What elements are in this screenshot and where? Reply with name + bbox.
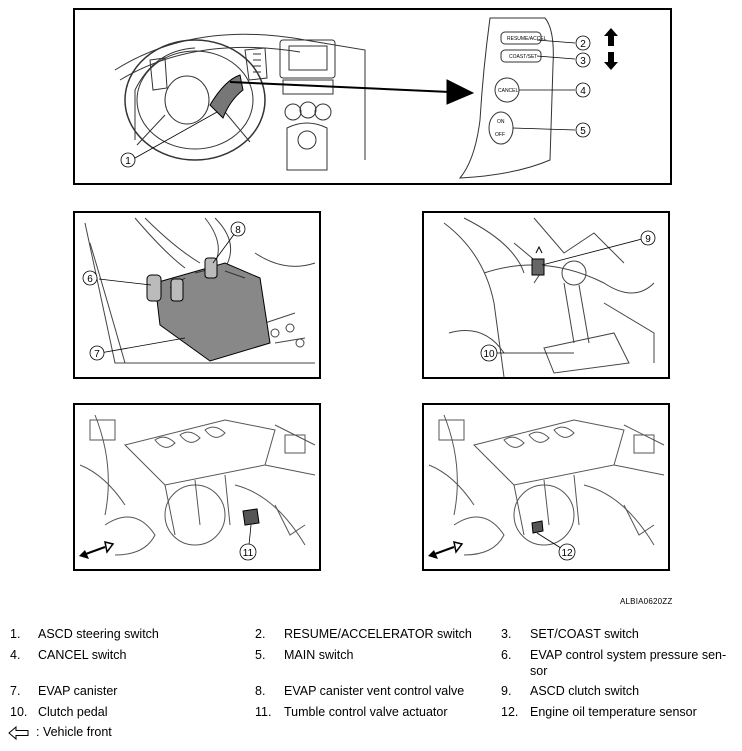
callout-3: 3 <box>580 56 586 67</box>
callout-12: 12 <box>561 548 573 559</box>
legend-num: 8. <box>255 684 266 698</box>
evap-canister-illustration: 6 8 7 <box>73 211 321 379</box>
evap-canister-drawing: 6 8 7 <box>82 217 316 364</box>
callout-9: 9 <box>645 234 651 245</box>
legend-text: Engine oil temperature sensor <box>530 705 697 719</box>
off-label: OFF <box>495 132 505 138</box>
callout-1: 1 <box>125 156 131 167</box>
callout-6: 6 <box>87 274 93 285</box>
vehicle-front-arrow-icon <box>8 726 29 740</box>
legend-num: 10. <box>10 705 28 719</box>
oil-temperature-sensor-illustration: 12 <box>422 403 670 571</box>
callout-7: 7 <box>94 349 100 360</box>
legend-item-6: 6. EVAP control system pressure sen- sor <box>501 647 741 681</box>
resume-accel-label: RESUME/ACCEL <box>507 36 547 42</box>
clutch-pedal-drawing: 9 10 <box>443 217 656 377</box>
legend-text: MAIN switch <box>284 648 354 662</box>
legend-text: EVAP canister <box>38 684 118 698</box>
legend-text: CANCEL switch <box>38 648 127 662</box>
callout-5: 5 <box>580 126 586 137</box>
callout-10: 10 <box>483 349 495 360</box>
legend-text: SET/COAST switch <box>530 627 639 641</box>
clutch-pedal-illustration: 9 10 <box>422 211 670 379</box>
callout-8: 8 <box>235 225 241 236</box>
legend-num: 2. <box>255 627 266 641</box>
legend-text: ASCD clutch switch <box>530 684 640 698</box>
engine-left-drawing: 11 <box>79 414 316 561</box>
legend-text-continued: sor <box>530 664 548 678</box>
steering-switch-illustration: RESUME/ACCEL COAST/SET CANCEL ON OFF <box>73 8 672 185</box>
legend-num: 1. <box>10 627 21 641</box>
legend-num: 5. <box>255 648 266 662</box>
legend-text: Tumble control valve actuator <box>284 705 448 719</box>
legend-text: EVAP control system pressure sen- <box>530 648 727 662</box>
callout-4: 4 <box>580 86 586 97</box>
legend-num: 6. <box>501 648 512 662</box>
callout-11: 11 <box>243 548 254 559</box>
legend-text: EVAP canister vent control valve <box>284 684 465 698</box>
legend-num: 4. <box>10 648 21 662</box>
on-label: ON <box>497 119 505 125</box>
legend-text: Clutch pedal <box>38 705 108 719</box>
callout-2: 2 <box>580 39 586 50</box>
legend-num: 12. <box>501 705 519 719</box>
legend-num: 3. <box>501 627 512 641</box>
engine-right-drawing: 12 <box>428 414 665 561</box>
legend-num: 11. <box>255 705 272 719</box>
vehicle-front-label: : Vehicle front <box>36 725 112 739</box>
tumble-control-valve-illustration: 11 <box>73 403 321 571</box>
figure-code: ALBIA0620ZZ <box>620 597 673 606</box>
legend-text: RESUME/ACCELERATOR switch <box>284 627 472 641</box>
legend-num: 9. <box>501 684 512 698</box>
cancel-label: CANCEL <box>498 88 519 94</box>
legend-text: ASCD steering switch <box>38 627 159 641</box>
coast-set-label: COAST/SET <box>509 54 537 60</box>
steering-switch-drawing: RESUME/ACCEL COAST/SET CANCEL ON OFF <box>114 17 618 179</box>
legend-num: 7. <box>10 684 21 698</box>
